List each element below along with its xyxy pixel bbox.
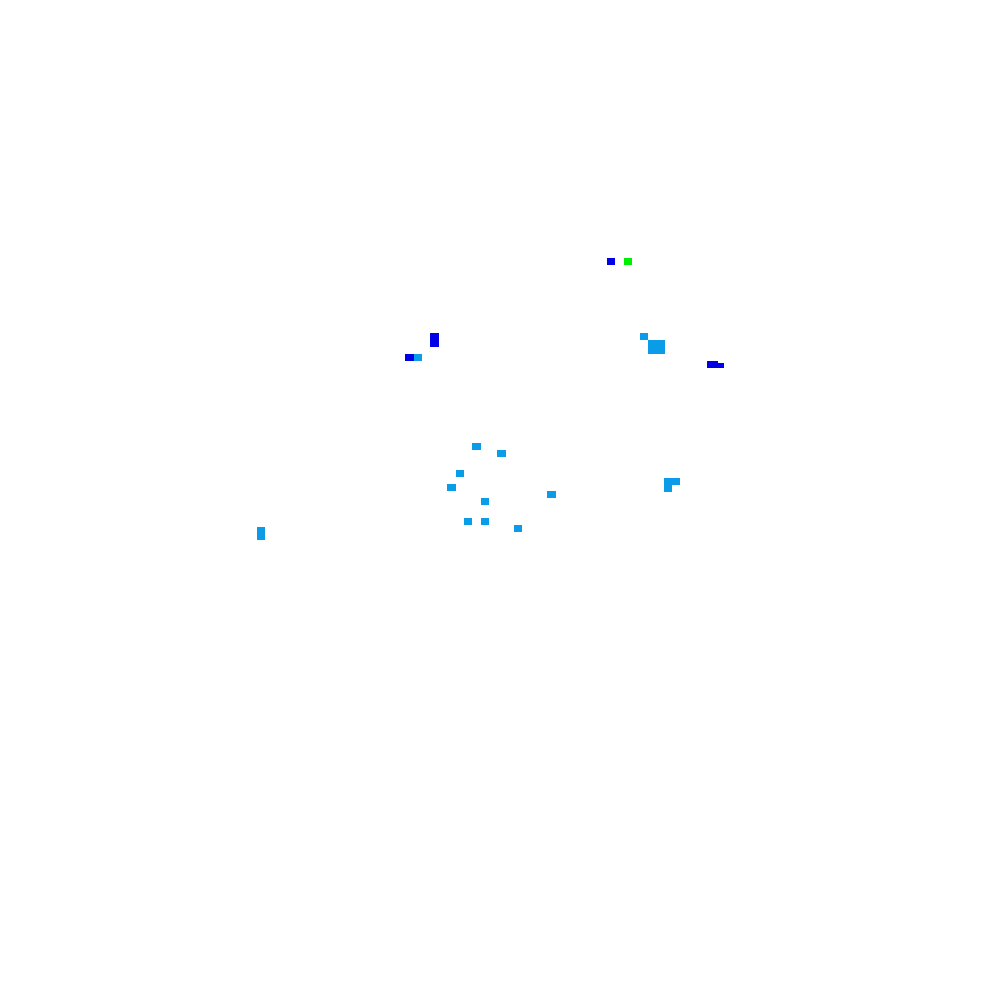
sky-blue-pixel-mark xyxy=(456,470,464,477)
sky-blue-pixel-mark xyxy=(414,354,422,361)
sky-blue-pixel-mark xyxy=(664,485,672,492)
pixel-marks-group xyxy=(257,258,724,540)
royal-blue-pixel-mark xyxy=(430,333,439,347)
sky-blue-pixel-mark xyxy=(481,498,489,505)
green-pixel-mark xyxy=(624,258,632,265)
royal-blue-pixel-mark xyxy=(707,361,718,368)
sky-blue-pixel-mark xyxy=(640,333,648,340)
royal-blue-pixel-mark xyxy=(607,258,615,265)
sky-blue-pixel-mark xyxy=(514,525,522,532)
sky-blue-pixel-mark xyxy=(472,443,481,450)
sky-blue-pixel-mark xyxy=(497,450,506,457)
royal-blue-pixel-mark xyxy=(716,363,724,368)
sky-blue-pixel-mark xyxy=(547,491,556,498)
sky-blue-pixel-mark xyxy=(481,518,489,525)
sky-blue-pixel-mark xyxy=(648,340,665,354)
sky-blue-pixel-mark xyxy=(464,518,472,525)
royal-blue-pixel-mark xyxy=(405,354,414,361)
sky-blue-pixel-mark xyxy=(447,484,456,491)
sky-blue-pixel-mark xyxy=(257,527,265,540)
sky-blue-pixel-mark xyxy=(664,478,680,485)
